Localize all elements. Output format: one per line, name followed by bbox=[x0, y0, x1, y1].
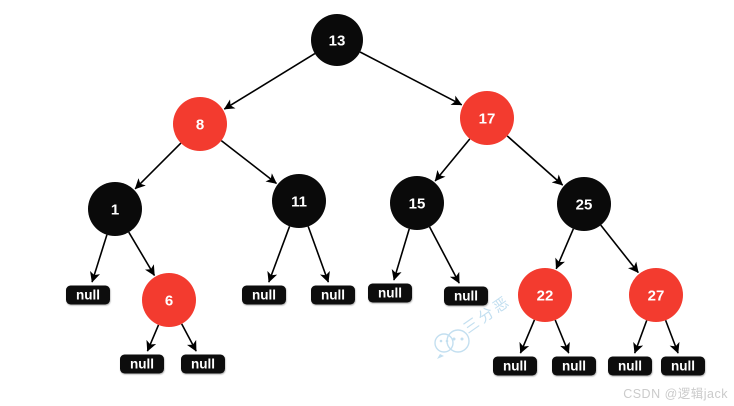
null-leaf: null bbox=[181, 354, 225, 374]
null-leaf-label: null bbox=[618, 359, 642, 374]
tree-node-11: 11 bbox=[272, 174, 326, 228]
null-leaf-label: null bbox=[503, 359, 527, 374]
tree-edge-17-15 bbox=[434, 138, 471, 182]
null-leaf-label: null bbox=[252, 288, 276, 303]
tree-node-15: 15 bbox=[390, 176, 444, 230]
null-leaf-label: null bbox=[562, 359, 586, 374]
tree-edge-13-8 bbox=[223, 52, 316, 110]
null-leaf: null bbox=[608, 356, 652, 376]
null-leaf-label: null bbox=[191, 357, 215, 372]
tree-edge-27-nJ bbox=[633, 320, 648, 354]
null-leaf: null bbox=[444, 286, 488, 306]
null-leaf-label: null bbox=[76, 288, 100, 303]
null-leaf: null bbox=[311, 285, 355, 305]
node-value-label: 11 bbox=[291, 194, 307, 211]
null-leaf: null bbox=[493, 356, 537, 376]
null-leaf: null bbox=[661, 356, 705, 376]
tree-edge-25-22 bbox=[555, 228, 575, 270]
tree-node-25: 25 bbox=[557, 177, 611, 231]
null-leaf-label: null bbox=[321, 288, 345, 303]
tree-edge-6-nG bbox=[180, 323, 197, 352]
tree-edge-8-11 bbox=[220, 139, 277, 185]
node-value-label: 15 bbox=[409, 196, 426, 213]
tree-node-17: 17 bbox=[460, 91, 514, 145]
tree-node-27: 27 bbox=[629, 268, 683, 322]
tree-edge-6-nF bbox=[146, 324, 160, 352]
tree-edge-13-17 bbox=[359, 51, 463, 106]
null-leaf-label: null bbox=[378, 286, 402, 301]
node-value-label: 17 bbox=[479, 111, 496, 128]
tree-node-13: 13 bbox=[311, 14, 363, 66]
null-leaf-label: null bbox=[454, 289, 478, 304]
null-leaf: null bbox=[552, 356, 596, 376]
tree-edge-27-nK bbox=[664, 319, 680, 354]
tree-edge-22-nI bbox=[554, 319, 570, 354]
null-leaf: null bbox=[368, 283, 412, 303]
tree-edge-15-nE bbox=[428, 226, 460, 284]
tree-edge-15-nD bbox=[391, 228, 411, 281]
null-leaf-label: null bbox=[130, 357, 154, 372]
node-value-label: 13 bbox=[329, 33, 346, 50]
null-leaf: null bbox=[120, 354, 164, 374]
tree-edge-11-nC bbox=[307, 226, 330, 283]
tree-edge-11-nB bbox=[267, 226, 291, 283]
tree-edges bbox=[90, 51, 680, 354]
null-leaf: null bbox=[242, 285, 286, 305]
chat-bubbles-icon bbox=[434, 329, 470, 359]
tree-edge-8-1 bbox=[134, 142, 182, 190]
null-leaf: null bbox=[66, 285, 110, 305]
null-leaf-label: null bbox=[671, 359, 695, 374]
node-value-label: 8 bbox=[196, 117, 204, 134]
tree-node-1: 1 bbox=[88, 182, 142, 236]
tree-node-6: 6 bbox=[142, 273, 196, 327]
tree-edge-1-nA bbox=[90, 234, 108, 283]
tree-node-8: 8 bbox=[173, 97, 227, 151]
node-value-label: 27 bbox=[648, 288, 665, 305]
tree-edge-1-6 bbox=[128, 231, 156, 276]
node-value-label: 1 bbox=[111, 202, 119, 219]
node-value-label: 22 bbox=[537, 288, 554, 305]
watermark-csdn: CSDN @逻辑jack bbox=[623, 387, 728, 401]
tree-edge-22-nH bbox=[519, 319, 536, 354]
node-value-label: 6 bbox=[165, 293, 173, 310]
tree-edge-25-27 bbox=[600, 224, 639, 274]
tree-node-22: 22 bbox=[518, 268, 572, 322]
tree-edge-17-25 bbox=[506, 135, 564, 186]
node-value-label: 25 bbox=[576, 197, 593, 214]
